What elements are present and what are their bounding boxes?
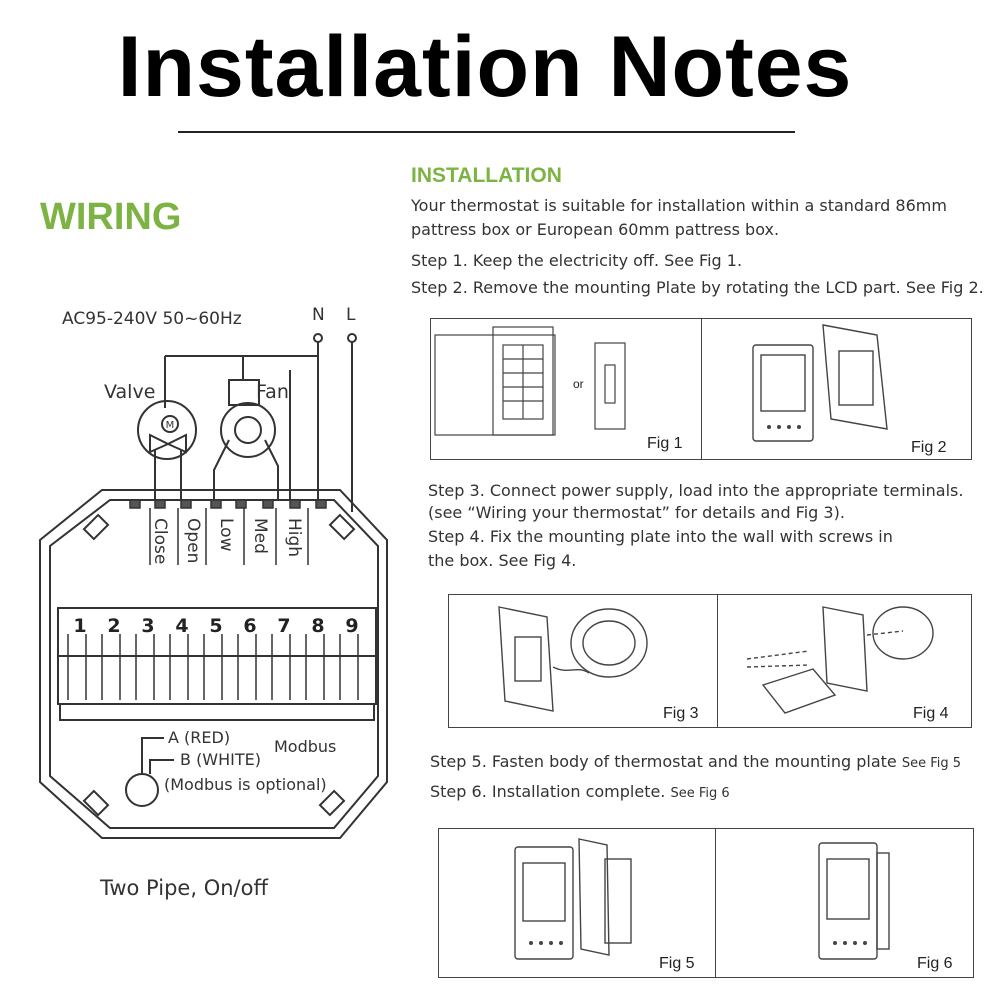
n-label: N [312,305,325,325]
plate-fixing-illustration [746,606,934,714]
terminal-number: 2 [107,615,120,637]
step-6-ref: See Fig 6 [670,786,730,801]
terminal-number: 5 [209,615,222,637]
l-label: L [346,305,356,325]
terminal-number: 1 [73,615,86,637]
fig-2: Fig 2 [701,319,971,459]
wiring-plate-illustration [498,606,648,712]
step-3-line-1: Step 3. Connect power supply, load into … [428,481,964,500]
terminal-number: 9 [345,615,358,637]
terminal-low-label: Low [216,518,236,552]
wiring-caption: Two Pipe, On/off [99,876,268,900]
terminal-screws [67,634,359,700]
modbus-b-label: B (WHITE) [180,750,261,769]
valve-label: Valve [104,381,155,403]
step-6: Step 6. Installation complete. See Fig 6 [430,782,730,801]
fasten-body-illustration [514,838,632,960]
step-6-text: Step 6. Installation complete. [430,782,666,801]
breaker-box-illustration [434,326,626,436]
page-title: Installation Notes [117,19,853,115]
fan-icon [220,402,276,458]
figure-panel-1-2: or Fig 1 Fig 2 [430,318,972,460]
terminal-names: Close Open Low Med High [150,518,304,564]
fig-4: Fig 4 [717,595,971,727]
terminal-block [129,499,327,509]
fig-4-label: Fig 4 [913,705,949,722]
l-terminal-icon [347,333,357,343]
step-1: Step 1. Keep the electricity off. See Fi… [411,251,743,270]
fig-3: Fig 3 [449,595,718,727]
figure-panel-3-4: Fig 3 Fig 4 [448,594,972,728]
terminal-numbers: 1 2 3 4 5 6 7 8 9 [73,615,358,637]
wiring-diagram: M AC95-240V 50~60Hz N L Valve Fan [39,305,388,900]
fig-2-label: Fig 2 [911,439,947,456]
intro-line-1: Your thermostat is suitable for installa… [411,196,947,215]
fig-5-label: Fig 5 [659,955,695,972]
valve-motor-icon [137,400,197,460]
terminal-number: 8 [311,615,324,637]
fig-5: Fig 5 [439,829,716,977]
terminal-number: 4 [175,615,188,637]
n-terminal-icon [313,333,323,343]
terminal-number: 6 [243,615,256,637]
terminal-med-label: Med [250,518,270,554]
installed-thermostat-illustration [818,842,890,960]
valve-symbol-text: M [166,420,175,431]
terminal-number: 7 [277,615,290,637]
thermostat-back-outline [39,489,388,839]
modbus-a-label: A (RED) [168,728,230,747]
terminal-number: 3 [141,615,154,637]
wiring-heading: WIRING [40,196,182,238]
step-5: Step 5. Fasten body of thermostat and th… [430,752,961,771]
installation-heading: INSTALLATION [411,164,562,187]
fig-6: Fig 6 [715,829,973,977]
fig-1-label: Fig 1 [647,435,683,452]
terminal-high-label: High [284,518,304,557]
fig-1-or-label: or [573,377,584,391]
thermostat-removal-illustration [752,324,888,442]
step-5-ref: See Fig 5 [901,756,962,771]
step-3-line-2: (see “Wiring your thermostat” for detail… [428,503,845,522]
step-2: Step 2. Remove the mounting Plate by rot… [411,278,984,297]
fig-3-label: Fig 3 [663,705,699,722]
modbus-label: Modbus [274,737,336,756]
title-divider [178,131,795,133]
intro-line-2: pattress box or European 60mm pattress b… [411,220,780,239]
step-4-line-1: Step 4. Fix the mounting plate into the … [428,527,893,546]
modbus-optional-label: (Modbus is optional) [164,775,327,794]
fig-6-label: Fig 6 [917,955,953,972]
step-4-line-2: the box. See Fig 4. [428,551,577,570]
terminal-close-label: Close [150,518,170,564]
figure-panel-5-6: Fig 5 Fig 6 [438,828,974,978]
terminal-open-label: Open [183,518,203,563]
fan-label: Fan [256,381,289,403]
fig-1: or Fig 1 [431,319,702,459]
supply-voltage-label: AC95-240V 50~60Hz [62,309,242,329]
step-5-text: Step 5. Fasten body of thermostat and th… [430,752,897,771]
